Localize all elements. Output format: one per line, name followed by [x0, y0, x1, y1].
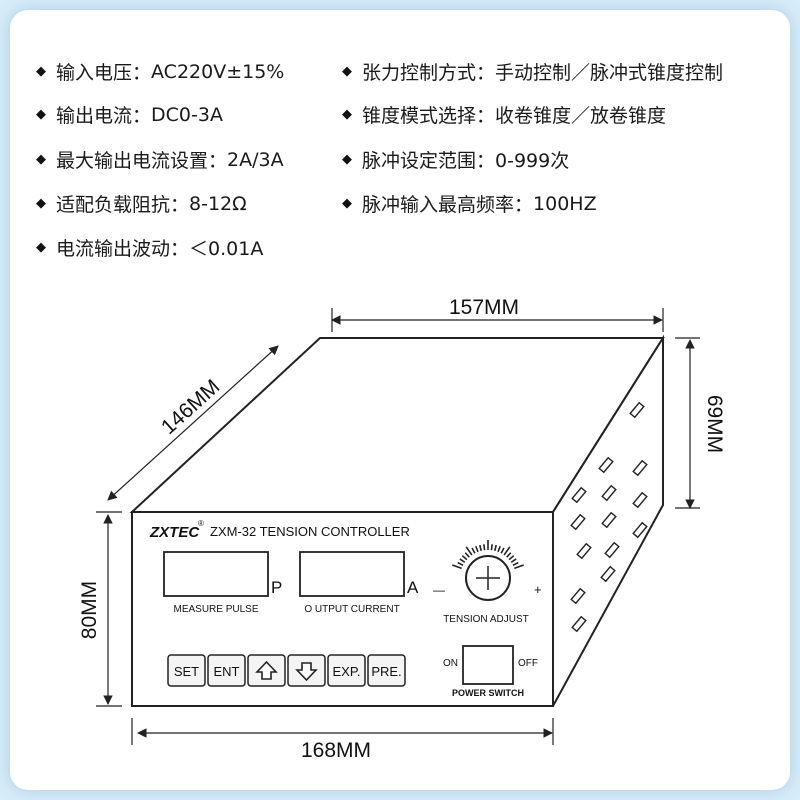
spec-label: 输入电压： [56, 62, 152, 84]
output-current-display [299, 551, 405, 597]
knob-tick [497, 545, 501, 553]
knob-tick [514, 564, 524, 570]
dim-front-width-label: 168MM [301, 739, 371, 762]
knob-tick [500, 547, 505, 554]
set-button[interactable]: SET [167, 654, 206, 687]
spec-value: AC220V±15% [151, 60, 285, 83]
display2-unit: A [407, 578, 419, 597]
diamond-bullet-icon: ◆ [342, 152, 352, 167]
svg-text:PRE.: PRE. [371, 664, 401, 679]
knob-tick [510, 558, 517, 564]
spec-value: 收卷锥度／放卷锥度 [495, 105, 667, 127]
display1-unit: P [271, 578, 282, 597]
knob-tick [512, 561, 519, 567]
spec-label: 张力控制方式： [362, 62, 496, 84]
pre-button[interactable]: PRE. [367, 654, 406, 687]
knob-tick [465, 546, 473, 556]
knob-tick [483, 544, 486, 551]
knob-tick [490, 544, 493, 551]
arrow-down-icon [295, 662, 318, 682]
diamond-bullet-icon: ◆ [36, 240, 46, 255]
power-switch-label: POWER SWITCH [452, 688, 524, 698]
measure-pulse-display [163, 551, 269, 597]
power-switch[interactable] [462, 645, 514, 685]
knob-tick [457, 561, 464, 567]
spec-value: 2A/3A [227, 148, 284, 171]
knob-tick [464, 552, 470, 558]
up-button[interactable] [247, 654, 286, 687]
spec-label: 输出电流： [56, 105, 152, 127]
knob-tick [475, 545, 479, 553]
switch-off-label: OFF [518, 658, 538, 669]
dimension-lines [96, 308, 700, 745]
registered-mark: ® [198, 519, 204, 528]
side-vents [570, 401, 648, 633]
display1-label: MEASURE PULSE [173, 604, 258, 615]
spec-value: 100HZ [533, 192, 597, 215]
diamond-bullet-icon: ◆ [342, 64, 352, 79]
spec-max-current: ◆ 最大输出电流设置： 2A/3A [36, 146, 284, 173]
knob-label: TENSION ADJUST [443, 614, 529, 625]
spec-label: 脉冲输入最高频率： [362, 194, 534, 216]
spec-output-current: ◆ 输出电流： DC0-3A [36, 101, 223, 128]
spec-value: 0-999次 [495, 150, 570, 172]
svg-text:EXP.: EXP. [333, 664, 361, 679]
knob-tick [508, 555, 515, 561]
knob-tick [503, 546, 511, 556]
spec-value: ＜0.01A [189, 238, 264, 260]
svg-text:ENT: ENT [214, 664, 240, 679]
arrow-up-icon [255, 660, 278, 680]
dim-front-height-label: 80MM [78, 581, 101, 639]
diamond-bullet-icon: ◆ [36, 64, 46, 79]
spec-value: 8-12Ω [189, 192, 247, 215]
diamond-bullet-icon: ◆ [36, 196, 46, 211]
svg-text:SET: SET [174, 664, 199, 679]
diamond-bullet-icon: ◆ [342, 107, 352, 122]
spec-pulse-range: ◆ 脉冲设定范围： 0-999次 [342, 146, 569, 173]
model-name: ZXM-32 TENSION CONTROLLER [210, 524, 410, 539]
knob-tick [452, 564, 462, 570]
dim-top-label: 157MM [449, 296, 519, 319]
diamond-bullet-icon: ◆ [36, 152, 46, 167]
spec-label: 锥度模式选择： [362, 105, 496, 127]
knob-tick [471, 547, 476, 554]
dim-side-height-label: 69MM [703, 395, 726, 453]
display2-label: O UTPUT CURRENT [304, 604, 399, 615]
diamond-bullet-icon: ◆ [342, 196, 352, 211]
down-button[interactable] [287, 654, 326, 687]
knob-minus-label: — [433, 583, 445, 597]
ent-button[interactable]: ENT [207, 654, 246, 687]
spec-value: 手动控制／脉冲式锥度控制 [495, 62, 724, 84]
spec-current-ripple: ◆ 电流输出波动： ＜0.01A [36, 234, 263, 261]
knob-tick [461, 555, 468, 561]
exp-button[interactable]: EXP. [327, 654, 366, 687]
switch-on-label: ON [443, 658, 458, 669]
spec-load-impedance: ◆ 适配负载阻抗： 8-12Ω [36, 190, 247, 217]
dim-depth-label: 146MM [157, 375, 224, 439]
spec-pulse-frequency: ◆ 脉冲输入最高频率： 100HZ [342, 190, 597, 217]
spec-taper-mode: ◆ 锥度模式选择： 收卷锥度／放卷锥度 [342, 101, 666, 128]
knob-tick [493, 544, 498, 552]
brand-logo: ZXTEC [149, 524, 200, 541]
spec-label: 适配负载阻抗： [56, 194, 190, 216]
knob-tick [459, 558, 466, 564]
diamond-bullet-icon: ◆ [36, 107, 46, 122]
knob-tick [506, 552, 512, 558]
tension-adjust-knob[interactable] [452, 540, 524, 601]
spec-value: DC0-3A [151, 103, 223, 126]
spec-label: 最大输出电流设置： [56, 150, 228, 172]
spec-control-mode: ◆ 张力控制方式： 手动控制／脉冲式锥度控制 [342, 58, 723, 85]
spec-input-voltage: ◆ 输入电压： AC220V±15% [36, 58, 284, 85]
spec-label: 脉冲设定范围： [362, 150, 496, 172]
knob-plus-label: + [534, 582, 542, 597]
knob-tick [478, 544, 483, 552]
knob-scale-ticks [452, 540, 524, 570]
spec-label: 电流输出波动： [56, 238, 190, 260]
